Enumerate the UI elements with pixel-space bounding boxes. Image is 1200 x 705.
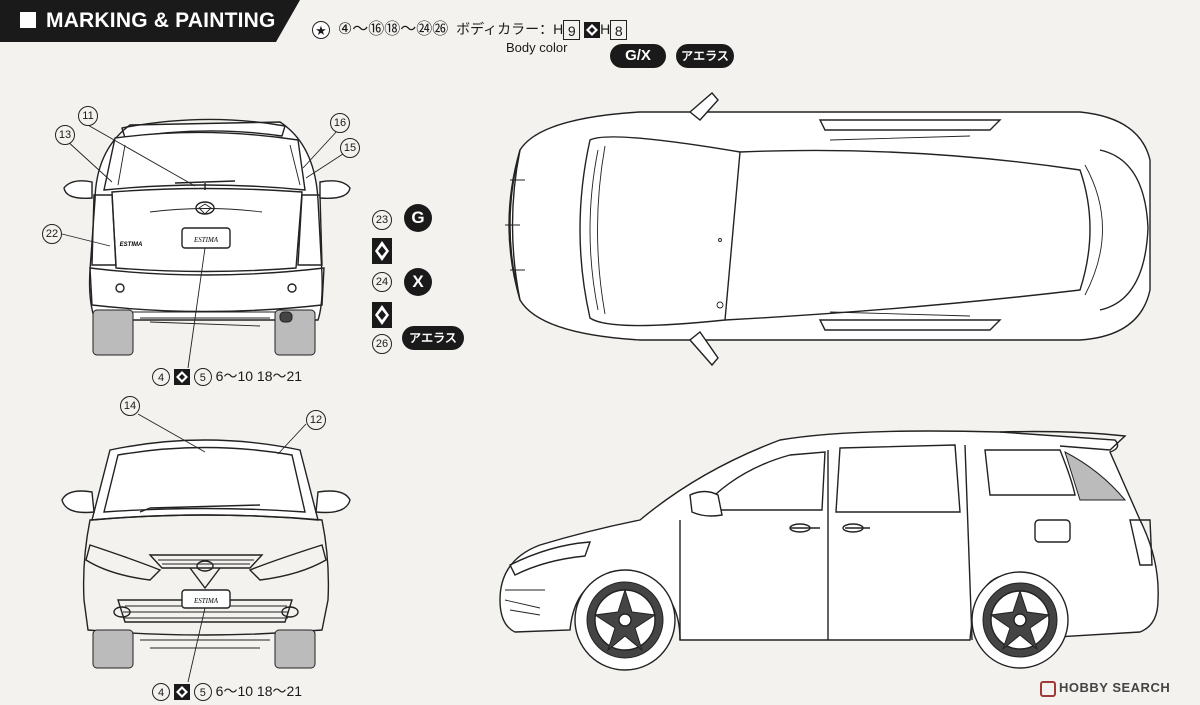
variant-num-24: 24 xyxy=(372,272,392,292)
section-header-bar xyxy=(0,0,300,42)
part-18-21: 18～21 xyxy=(256,683,303,699)
callout-14: 14 xyxy=(120,396,140,416)
svg-text:ESTIMA: ESTIMA xyxy=(120,242,143,248)
swap-diamond-icon xyxy=(372,238,392,264)
part-4: 4 xyxy=(152,368,170,387)
front-parts-line: 4 5 6～10 18～21 xyxy=(152,681,303,702)
part-18-21: 18～21 xyxy=(256,368,303,384)
body-color-label-en: Body color xyxy=(506,40,568,55)
variant-badge-aeras: アエラス xyxy=(402,326,464,350)
part-4: 4 xyxy=(152,683,170,702)
callout-22: 22 xyxy=(42,224,62,244)
watermark-logo-icon xyxy=(1040,680,1056,697)
variant-num-26: 26 xyxy=(372,334,392,354)
callout-12: 12 xyxy=(306,410,326,430)
watermark: HOBBY SEARCH xyxy=(1040,680,1170,697)
svg-text:ESTIMA: ESTIMA xyxy=(193,597,219,605)
svg-text:ESTIMA: ESTIMA xyxy=(193,236,219,244)
callout-15: 15 xyxy=(340,138,360,158)
watermark-text: HOBBY SEARCH xyxy=(1059,680,1171,695)
star-icon: ★ xyxy=(312,21,330,40)
body-color-label-jp: ボディカラー：H xyxy=(456,21,564,37)
swap-diamond-icon xyxy=(584,22,601,39)
callout-11: 11 xyxy=(78,106,98,126)
rear-parts-line: 4 5 6～10 18～21 xyxy=(152,366,303,387)
parts-text: ④～⑯⑱～㉔㉖ xyxy=(337,21,449,38)
part-5: 5 xyxy=(193,368,212,387)
callout-16: 16 xyxy=(330,113,350,133)
paint-h9: 9 xyxy=(563,20,581,41)
paint-h8-prefix: H xyxy=(600,21,611,37)
badge-gx: G/X xyxy=(610,44,666,68)
variant-num-23: 23 xyxy=(372,210,392,230)
variant-badge-x: X xyxy=(404,268,432,296)
paint-h8: 8 xyxy=(610,20,628,41)
part-6-10: 6～10 xyxy=(215,368,254,384)
swap-diamond-icon xyxy=(173,684,190,701)
header-square-icon xyxy=(20,12,36,28)
callout-13: 13 xyxy=(55,125,75,145)
badge-aeras: アエラス xyxy=(676,44,734,68)
swap-diamond-icon xyxy=(372,302,392,328)
part-5: 5 xyxy=(193,683,212,702)
swap-diamond-icon xyxy=(173,369,190,386)
section-title: MARKING & PAINTING xyxy=(46,9,276,32)
part-6-10: 6～10 xyxy=(215,683,254,699)
variant-badge-g: G xyxy=(404,204,432,232)
